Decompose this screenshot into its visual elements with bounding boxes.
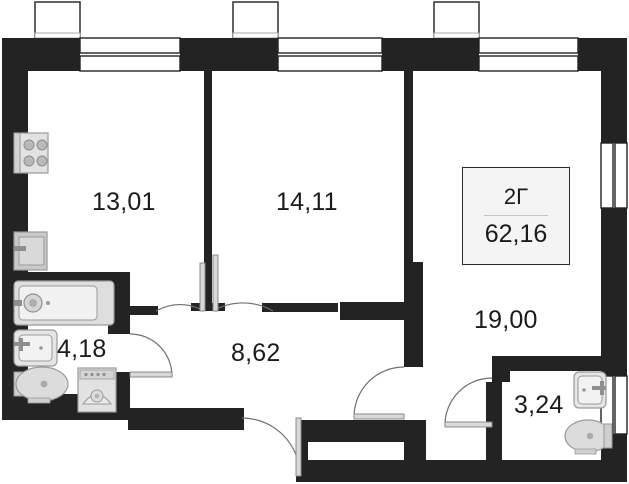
room-label-bedroom: 14,11 [276, 188, 338, 216]
badge-divider [484, 214, 548, 216]
exterior-wall-right [601, 38, 627, 482]
door-bedroom[interactable] [212, 254, 274, 312]
window-top-center [277, 37, 383, 72]
room-label-kitchen: 13,01 [92, 188, 156, 216]
balcony-box-center [232, 1, 279, 39]
washing-machine-icon [77, 367, 117, 413]
room-label-hall: 8,62 [231, 339, 281, 367]
room-label-wc: 3,24 [514, 391, 564, 419]
bathtub-icon [13, 280, 115, 326]
room-label-living-room: 19,00 [474, 306, 538, 334]
kitchen-sink-icon [13, 231, 48, 271]
wc-toilet-icon [564, 419, 613, 455]
partition-hall [128, 303, 338, 430]
door-kitchen[interactable] [155, 262, 206, 312]
partition-kitchen-bedroom [191, 60, 225, 311]
balcony-box-right [433, 1, 480, 39]
door-bathroom[interactable] [129, 333, 173, 378]
window-top-left [79, 37, 181, 72]
window-top-right [478, 37, 579, 72]
balcony-box-left [34, 1, 81, 39]
stove-icon [13, 132, 49, 174]
door-entrance[interactable] [241, 417, 302, 477]
unit-total-area: 62,16 [484, 219, 548, 248]
window-right-upper [600, 142, 628, 209]
partition-wc [486, 356, 604, 468]
wc-sink-icon [573, 371, 607, 409]
unit-badge: 2Г 62,16 [462, 167, 570, 265]
partition-bedroom-living [340, 60, 423, 367]
bathroom-sink-icon [13, 329, 58, 367]
door-wc[interactable] [444, 377, 493, 428]
door-living-room[interactable] [353, 366, 405, 420]
toilet-icon [13, 366, 69, 404]
room-label-bathroom: 4,18 [57, 335, 107, 363]
unit-type-label: 2Г [503, 183, 529, 209]
